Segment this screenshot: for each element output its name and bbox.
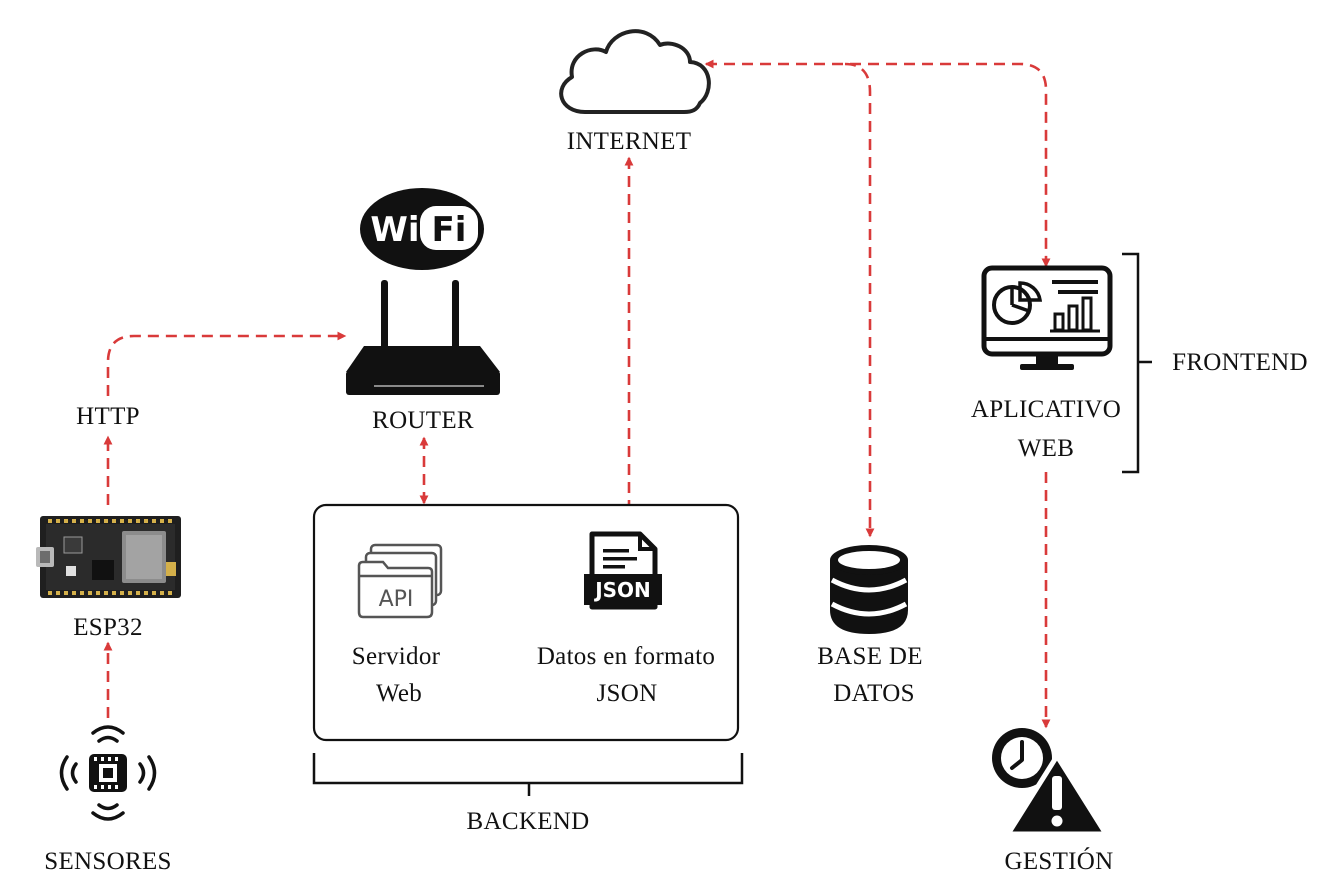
backend-group: API Servidor Web JSON Datos en formato J…: [312, 503, 744, 835]
sensores-node: SENSORES: [44, 725, 171, 875]
connector-http-router: [106, 331, 347, 396]
internet-label: INTERNET: [567, 128, 692, 155]
svg-text:Wi: Wi: [370, 210, 419, 250]
api-folder-icon: API: [357, 543, 443, 619]
connectors: [103, 59, 1051, 729]
database-label-line2: DATOS: [833, 680, 915, 707]
clock-warning-icon: [992, 728, 1109, 837]
frontend-label: FRONTEND: [1172, 349, 1308, 376]
esp32-board-icon: [36, 516, 181, 598]
sensor-chip-icon: [59, 725, 157, 821]
servidor-label-line2: Web: [376, 680, 422, 707]
frontend-bracket: [1122, 252, 1152, 474]
esp32-label: ESP32: [73, 614, 143, 641]
svg-text:API: API: [379, 587, 414, 612]
wifi-logo-icon: Wi Fi: [360, 188, 484, 270]
router-label: ROUTER: [372, 407, 474, 434]
json-label-line1: Datos en formato: [537, 643, 715, 670]
connector-cloud-frontend: [704, 59, 1051, 268]
aplicativo-label-line2: WEB: [1018, 435, 1074, 462]
aplicativo-label-line1: APLICATIVO: [971, 396, 1121, 423]
backend-bracket: [312, 753, 744, 796]
database-icon: [830, 545, 908, 634]
backend-label: BACKEND: [467, 808, 590, 835]
sensores-label: SENSORES: [44, 848, 171, 875]
database-label-line1: BASE DE: [817, 643, 923, 670]
router-node: Wi Fi ROUTER: [346, 188, 500, 434]
svg-text:Fi: Fi: [432, 210, 467, 250]
router-icon: [346, 280, 500, 395]
esp32-node: ESP32: [36, 516, 181, 641]
json-label-line2: JSON: [597, 680, 658, 707]
connector-cloud-database: [844, 62, 875, 538]
frontend-group: APLICATIVO WEB FRONTEND: [971, 252, 1308, 474]
servidor-label-line1: Servidor: [352, 643, 441, 670]
internet-node: INTERNET: [559, 29, 711, 155]
database-node: BASE DE DATOS: [817, 545, 923, 707]
json-file-icon: JSON: [584, 531, 662, 610]
gestion-node: GESTIÓN: [992, 728, 1113, 875]
http-label: HTTP: [76, 403, 140, 430]
monitor-dashboard-icon: [981, 265, 1113, 370]
gestion-label: GESTIÓN: [1004, 847, 1113, 875]
cloud-icon: [559, 29, 711, 114]
svg-text:JSON: JSON: [593, 578, 651, 602]
